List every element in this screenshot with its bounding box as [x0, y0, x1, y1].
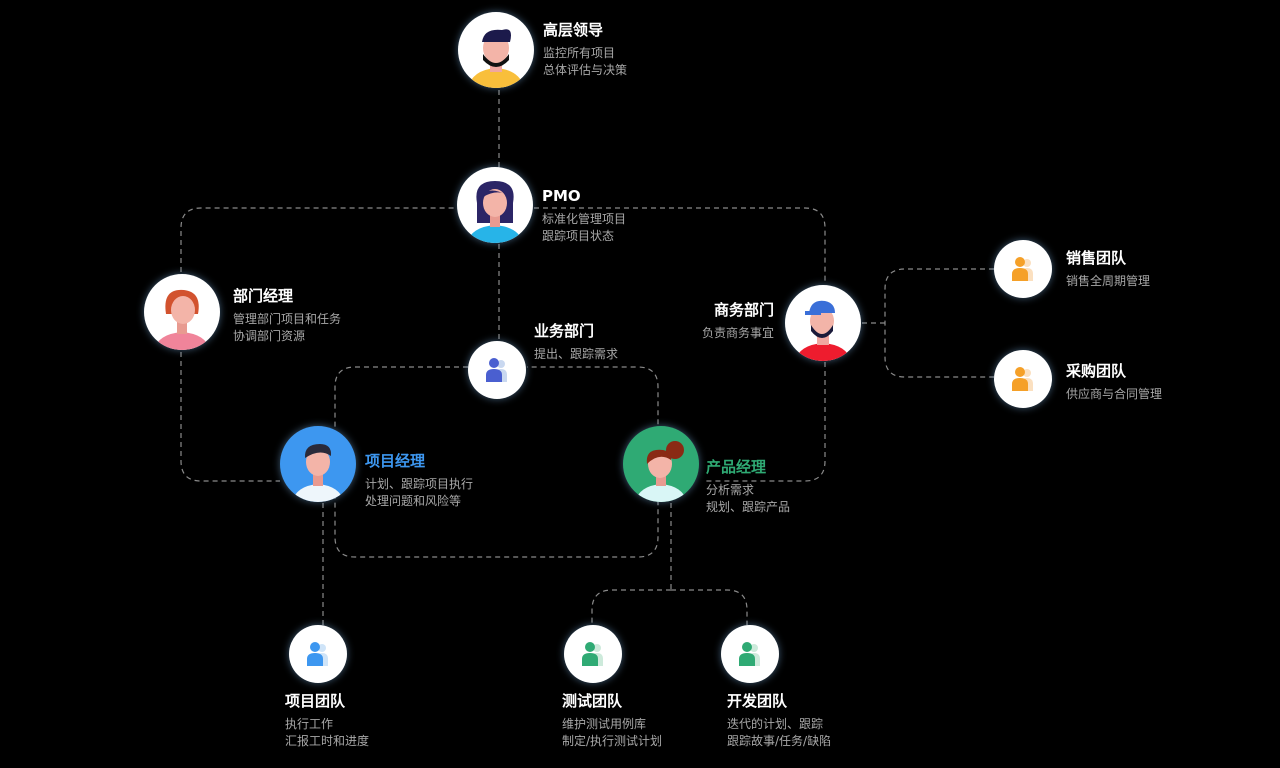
test-team-node[interactable] — [564, 625, 622, 683]
test-team-desc-1: 维护测试用例库 — [562, 716, 647, 731]
dev-team-node[interactable] — [721, 625, 779, 683]
project-team-desc-2: 汇报工时和进度 — [285, 733, 370, 748]
product-manager-avatar[interactable] — [623, 426, 699, 502]
team-icon — [307, 642, 328, 666]
pmo-title: PMO — [542, 187, 581, 205]
dept-manager-label: 部门经理 管理部门项目和任务 协调部门资源 — [233, 287, 341, 345]
leader-desc-2: 总体评估与决策 — [543, 62, 628, 77]
commerce-desc-1: 负责商务事宜 — [701, 325, 774, 340]
leader-avatar[interactable] — [458, 12, 534, 88]
pm-title: 项目经理 — [365, 452, 426, 470]
product-manager-title: 产品经理 — [706, 458, 767, 476]
purchase-team-label: 采购团队 供应商与合同管理 — [1066, 362, 1162, 403]
product-manager-desc-1: 分析需求 — [706, 482, 755, 497]
leader-title: 高层领导 — [543, 21, 604, 39]
dev-team-desc-2: 跟踪故事/任务/缺陷 — [727, 733, 832, 748]
product-manager-desc-2: 规划、跟踪产品 — [706, 499, 791, 514]
sales-team-desc-1: 销售全周期管理 — [1066, 273, 1151, 288]
dev-team-desc-1: 迭代的计划、跟踪 — [727, 716, 824, 731]
pmo-desc-1: 标准化管理项目 — [542, 211, 627, 226]
dept-manager-title: 部门经理 — [233, 287, 294, 305]
commerce-label: 商务部门 负责商务事宜 — [702, 301, 774, 342]
dept-manager-desc-2: 协调部门资源 — [233, 328, 306, 343]
sales-team-node[interactable] — [994, 240, 1052, 298]
sales-team-title: 销售团队 — [1066, 249, 1127, 267]
pm-desc-2: 处理问题和风险等 — [365, 493, 462, 508]
dept-manager-avatar[interactable] — [144, 274, 220, 350]
pm-label: 项目经理 计划、跟踪项目执行 处理问题和风险等 — [365, 452, 473, 510]
dev-team-title: 开发团队 — [727, 692, 788, 710]
project-team-desc-1: 执行工作 — [285, 716, 334, 731]
leader-desc-1: 监控所有项目 — [543, 45, 616, 60]
test-team-title: 测试团队 — [562, 692, 623, 710]
project-team-title: 项目团队 — [285, 692, 346, 710]
commerce-avatar[interactable] — [785, 285, 861, 361]
test-team-desc-2: 制定/执行测试计划 — [562, 733, 663, 748]
pmo-avatar[interactable] — [457, 167, 533, 243]
project-team-label: 项目团队 执行工作 汇报工时和进度 — [285, 692, 369, 750]
biz-dept-label: 业务部门 提出、跟踪需求 — [534, 322, 618, 363]
team-icon — [1012, 257, 1033, 281]
dept-manager-desc-1: 管理部门项目和任务 — [233, 311, 342, 326]
purchase-team-node[interactable] — [994, 350, 1052, 408]
project-team-node[interactable] — [289, 625, 347, 683]
leader-label: 高层领导 监控所有项目 总体评估与决策 — [543, 21, 627, 79]
dev-team-label: 开发团队 迭代的计划、跟踪 跟踪故事/任务/缺陷 — [727, 692, 831, 750]
biz-dept-node[interactable] — [468, 341, 526, 399]
biz-dept-desc-1: 提出、跟踪需求 — [534, 346, 619, 361]
team-icon — [486, 358, 507, 382]
biz-dept-title: 业务部门 — [534, 322, 595, 340]
purchase-team-desc-1: 供应商与合同管理 — [1066, 386, 1163, 401]
team-icon — [1012, 367, 1033, 391]
team-icon — [739, 642, 760, 666]
pmo-desc-2: 跟踪项目状态 — [542, 228, 615, 243]
purchase-team-title: 采购团队 — [1066, 362, 1127, 380]
test-team-label: 测试团队 维护测试用例库 制定/执行测试计划 — [562, 692, 662, 750]
sales-team-label: 销售团队 销售全周期管理 — [1066, 249, 1150, 290]
commerce-title: 商务部门 — [713, 301, 774, 319]
pm-avatar[interactable] — [280, 426, 356, 502]
team-icon — [582, 642, 603, 666]
pmo-label: PMO 标准化管理项目 跟踪项目状态 — [542, 187, 626, 245]
pm-desc-1: 计划、跟踪项目执行 — [365, 476, 474, 491]
product-manager-label: 产品经理 分析需求 规划、跟踪产品 — [706, 458, 790, 516]
